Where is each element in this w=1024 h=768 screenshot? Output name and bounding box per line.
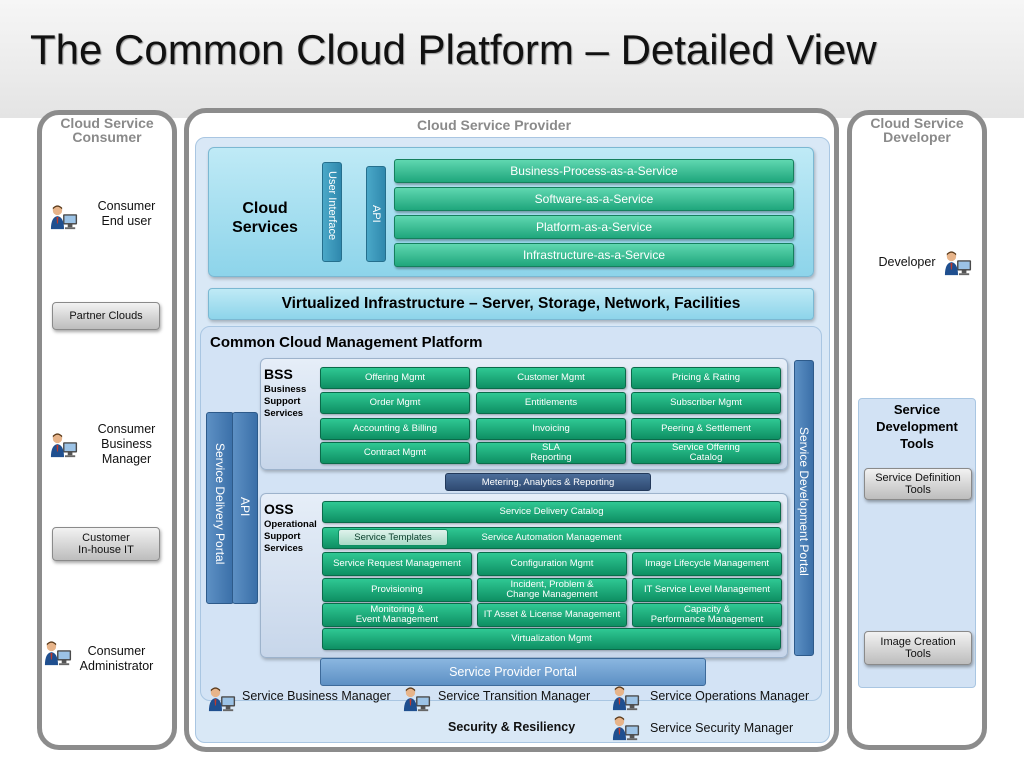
business-manager-role-icon [208,684,236,714]
service-operations-manager-label: Service Operations Manager [650,689,810,703]
developer-person-icon [944,248,972,278]
pricing-rating-box[interactable]: Pricing & Rating [631,367,781,389]
transition-manager-role-icon [403,684,431,714]
service-delivery-portal-bar[interactable]: Service Delivery Portal [206,412,234,604]
offering-mgmt-box[interactable]: Offering Mgmt [320,367,470,389]
administrator-person-icon [44,638,72,668]
service-request-mgmt-box[interactable]: Service Request Management [322,552,472,576]
customer-mgmt-box[interactable]: Customer Mgmt [476,367,626,389]
title-bar [0,0,1024,118]
subscriber-mgmt-box[interactable]: Subscriber Mgmt [631,392,781,414]
incident-problem-change-box[interactable]: Incident, Problem &Change Management [477,578,627,602]
oss-title: OSS [264,501,294,517]
virtualized-infrastructure-bar[interactable]: Virtualized Infrastructure – Server, Sto… [208,288,814,320]
service-transition-manager-label: Service Transition Manager [438,689,591,703]
bss-title: BSS [264,366,293,382]
security-resiliency-label: Security & Resiliency [448,720,576,734]
service-development-portal-bar[interactable]: Service Development Portal [794,360,814,656]
peering-settlement-box[interactable]: Peering & Settlement [631,418,781,440]
bpaas-bar[interactable]: Business-Process-as-a-Service [394,159,794,183]
entitlements-box[interactable]: Entitlements [476,392,626,414]
security-manager-role-icon [612,713,640,743]
operations-manager-role-icon [612,683,640,713]
provisioning-box[interactable]: Provisioning [322,578,472,602]
mgmt-api-bar[interactable]: API [232,412,258,604]
capacity-performance-mgmt-box[interactable]: Capacity &Performance Management [632,603,782,627]
partner-clouds-box[interactable]: Partner Clouds [52,302,160,330]
consumer-column [37,110,177,750]
metering-analytics-bar[interactable]: Metering, Analytics & Reporting [445,473,651,491]
service-delivery-catalog-bar[interactable]: Service Delivery Catalog [322,501,781,523]
service-security-manager-label: Service Security Manager [650,721,794,735]
end-user-person-icon [50,202,78,232]
developer-label: Developer [878,255,936,269]
service-provider-portal-bar[interactable]: Service Provider Portal [320,658,706,686]
cloud-api-bar[interactable]: API [366,166,386,262]
business-manager-person-icon [50,430,78,460]
it-service-level-mgmt-box[interactable]: IT Service Level Management [632,578,782,602]
invoicing-box[interactable]: Invoicing [476,418,626,440]
image-lifecycle-mgmt-box[interactable]: Image Lifecycle Management [632,552,782,576]
saas-bar[interactable]: Software-as-a-Service [394,187,794,211]
iaas-bar[interactable]: Infrastructure-as-a-Service [394,243,794,267]
order-mgmt-box[interactable]: Order Mgmt [320,392,470,414]
paas-bar[interactable]: Platform-as-a-Service [394,215,794,239]
page-title: The Common Cloud Platform – Detailed Vie… [30,26,877,73]
it-asset-license-mgmt-box[interactable]: IT Asset & License Management [477,603,627,627]
monitoring-event-mgmt-box[interactable]: Monitoring &Event Management [322,603,472,627]
service-business-manager-label: Service Business Manager [242,689,391,703]
configuration-mgmt-box[interactable]: Configuration Mgmt [477,552,627,576]
provider-header: Cloud Service Provider [416,117,572,133]
contract-mgmt-box[interactable]: Contract Mgmt [320,442,470,464]
user-interface-bar[interactable]: User Interface [322,162,342,262]
accounting-billing-box[interactable]: Accounting & Billing [320,418,470,440]
virtualization-mgmt-bar[interactable]: Virtualization Mgmt [322,628,781,650]
service-templates-box[interactable]: Service Templates [338,529,448,546]
ccmp-title: Common Cloud Management Platform [210,334,483,351]
